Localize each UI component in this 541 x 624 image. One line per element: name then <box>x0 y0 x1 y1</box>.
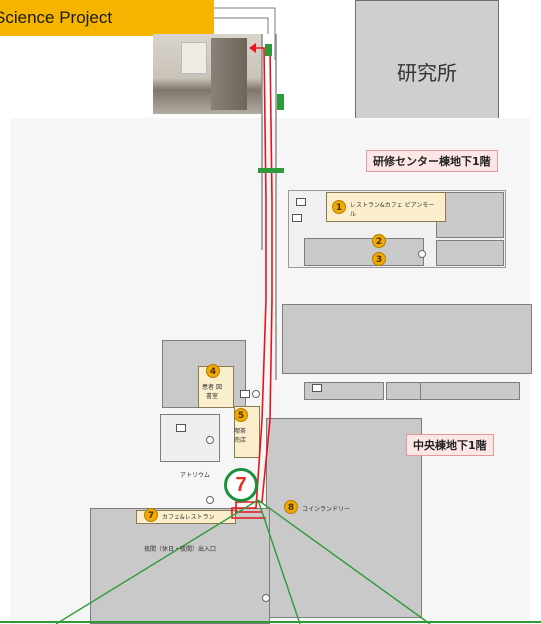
marker-8[interactable]: 8 <box>284 500 298 514</box>
central-strip-c <box>420 382 520 400</box>
training-center-south <box>304 238 424 266</box>
floor-plan <box>10 118 532 624</box>
research-building: 研究所 <box>355 0 499 137</box>
restroom-icon <box>240 390 250 398</box>
marker-4[interactable]: 4 <box>206 364 220 378</box>
guide-line-1 <box>214 7 276 60</box>
training-center-southeast <box>436 240 504 266</box>
stairs-icon <box>176 424 186 432</box>
title-banner: Science Project <box>0 0 214 36</box>
central-south-block <box>266 418 422 618</box>
atrium-label: アトリウム <box>180 472 211 479</box>
guide-line-2 <box>214 17 269 34</box>
research-building-label: 研究所 <box>397 61 457 85</box>
accessible-icon <box>262 594 270 602</box>
accessible-icon <box>418 250 426 258</box>
central-strip-a <box>304 382 384 400</box>
green-marker-2 <box>277 94 284 110</box>
marker-7-label: カフェ&レストラン <box>162 514 215 521</box>
marker-1-label: レストラン&カフェ ピアンモール <box>350 202 435 218</box>
west-block-mid <box>160 414 220 462</box>
marker-5-label: 喫茶 売店 <box>234 428 247 444</box>
photo-poster <box>181 42 207 74</box>
route-line <box>231 47 267 519</box>
central-floor-label: 中央棟地下1階 <box>406 434 494 456</box>
central-north-block <box>282 304 532 374</box>
marker-2[interactable]: 2 <box>372 234 386 248</box>
training-center-floor-label: 研修センター棟地下1階 <box>366 150 498 172</box>
view-line-right <box>257 499 431 624</box>
route-arrow <box>249 43 256 53</box>
training-center-east <box>436 192 504 238</box>
view-line-mid <box>257 499 301 624</box>
entrance-note: 夜間（休日・夜間）出入口 <box>144 546 217 553</box>
corridor-photo <box>153 34 262 114</box>
marker-8-label: コインランドリー <box>302 506 351 513</box>
elevator-icon <box>292 214 302 222</box>
view-line-left <box>55 499 259 624</box>
green-marker-3 <box>258 168 284 173</box>
restaurant-area <box>326 192 446 222</box>
green-marker-1 <box>265 44 272 56</box>
accessible-icon <box>206 436 214 444</box>
route-line-return <box>235 47 273 513</box>
accessible-icon <box>252 390 260 398</box>
elevator-icon <box>312 384 322 392</box>
marker-1[interactable]: 1 <box>332 200 346 214</box>
west-block-south <box>90 508 270 624</box>
marker-5[interactable]: 5 <box>234 408 248 422</box>
marker-3[interactable]: 3 <box>372 252 386 266</box>
accessible-icon <box>206 496 214 504</box>
marker-7[interactable]: 7 <box>144 508 158 522</box>
photo-door <box>211 38 247 110</box>
seven-eleven-logo[interactable]: 7 <box>224 468 258 502</box>
marker-4-label: 患者 図書室 <box>202 384 222 400</box>
restroom-icon <box>296 198 306 206</box>
cafe-restaurant <box>136 510 236 524</box>
